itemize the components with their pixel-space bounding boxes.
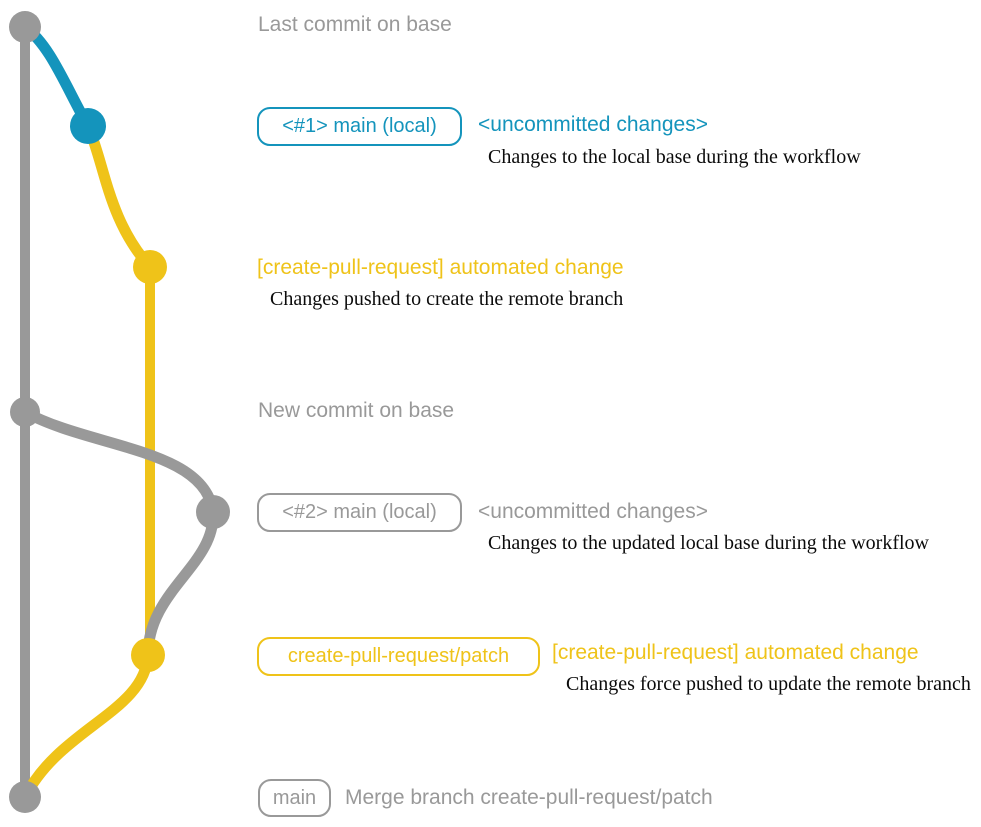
commit-last-base [9, 11, 41, 43]
annotation-last-commit-on-base: Last commit on base [258, 13, 452, 36]
event-desc-uncommitted-changes-1: Changes to the local base during the wor… [488, 146, 861, 168]
event-title-automated-change-1: [create-pull-request] automated change [257, 256, 624, 279]
branch-badge-label: <#1> main (local) [282, 115, 437, 137]
branch-badge-label: <#2> main (local) [282, 501, 437, 523]
event-desc-automated-change-2: Changes force pushed to update the remot… [566, 673, 971, 695]
commit-new-base [10, 397, 40, 427]
commit-merge [9, 781, 41, 813]
local-change-edge-2 [22, 407, 219, 514]
branch-badge-main: main [258, 779, 331, 817]
event-desc-uncommitted-changes-2: Changes to the updated local base during… [488, 532, 929, 554]
annotation-new-commit-on-base: New commit on base [258, 399, 455, 422]
commit-automated-2 [131, 638, 165, 672]
annotation-merge-branch: Merge branch create-pull-request/patch [345, 786, 713, 809]
branch-badge-main-local-2: <#2> main (local) [257, 493, 462, 532]
commit-uncommitted-2 [196, 495, 230, 529]
rebase-edge [142, 511, 219, 656]
branch-badge-label: main [272, 786, 317, 809]
event-title-uncommitted-changes-1: <uncommitted changes> [478, 113, 708, 136]
commit-automated-1 [133, 250, 167, 284]
branch-badge-patch: create-pull-request/patch [257, 637, 540, 676]
event-desc-automated-change-1: Changes pushed to create the remote bran… [270, 288, 624, 310]
branch-badge-main-local-1: <#1> main (local) [257, 107, 462, 146]
event-title-uncommitted-changes-2: <uncommitted changes> [478, 500, 708, 523]
branch-badge-label: create-pull-request/patch [287, 645, 510, 667]
commit-uncommitted-1 [70, 108, 106, 144]
merge-edge [20, 654, 154, 800]
patch-branch-edge-1 [82, 123, 155, 271]
event-title-automated-change-2: [create-pull-request] automated change [552, 641, 919, 664]
